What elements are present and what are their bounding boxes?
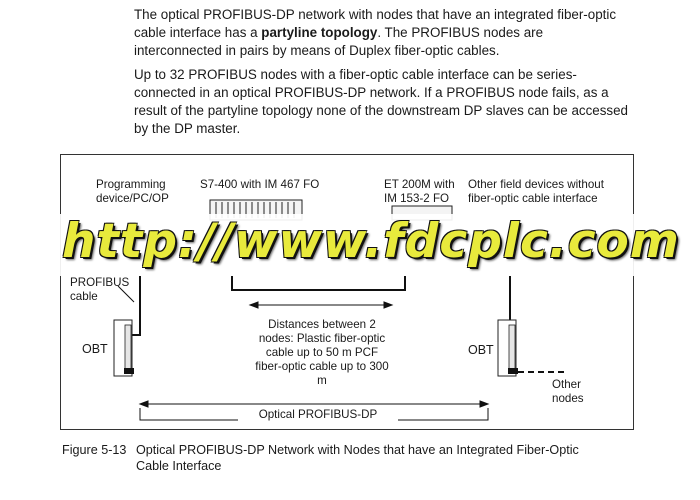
obt-left-icon [113, 319, 134, 377]
distance-arrow [248, 301, 394, 309]
label-profibus-cable: PROFIBUS cable [70, 276, 130, 303]
network-span-arrow [138, 400, 490, 408]
label-programming-device: Programming device/PC/OP [96, 178, 169, 205]
watermark-text: http://www.fdcplc.com [62, 214, 680, 269]
label-other-nodes: Other nodes [552, 378, 584, 405]
label-s7-400: S7-400 with IM 467 FO [200, 178, 320, 191]
label-obt-left: OBT [82, 342, 108, 356]
label-obt-right: OBT [468, 343, 494, 357]
caption-number: Figure 5-13 [62, 443, 127, 457]
figure-frame [60, 154, 634, 430]
paragraph-text: The optical PROFIBUS-DP network with nod… [134, 7, 617, 40]
caption-text: Optical PROFIBUS-DP Network with Nodes t… [136, 443, 579, 473]
label-other-field-devices: Other field devices without fiber-optic … [468, 178, 604, 205]
bold-term: partyline topology [261, 25, 378, 40]
label-et200m: ET 200M with IM 153-2 FO [384, 178, 455, 205]
label-optical-profibus-dp: Optical PROFIBUS-DP [238, 408, 398, 422]
label-distances: Distances between 2 nodes: Plastic fiber… [255, 318, 389, 387]
paragraph-nodes: Up to 32 PROFIBUS nodes with a fiber-opt… [134, 67, 629, 136]
obt-right-icon [497, 319, 518, 377]
paragraph-partyline: The optical PROFIBUS-DP network with nod… [134, 6, 634, 60]
profibus-cable-line [117, 285, 135, 303]
paragraph-text: . The PROFIBUS nodes are interconnected … [134, 25, 544, 58]
watermark-band [58, 214, 648, 276]
